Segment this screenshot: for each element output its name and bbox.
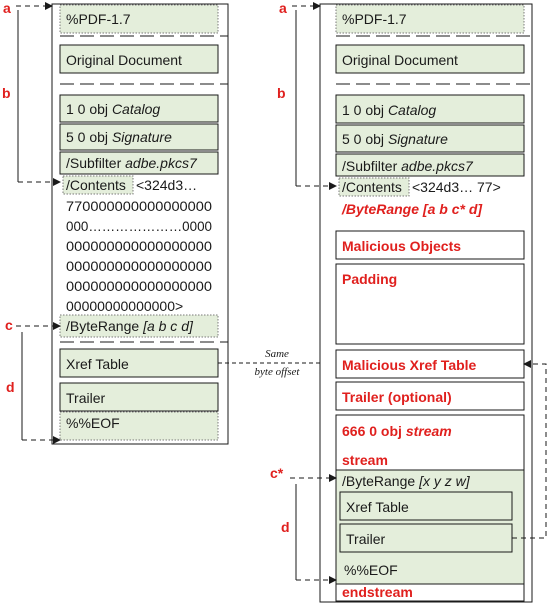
right-subfilter-prefix: /Subfilter (342, 158, 401, 174)
left-subfilter-prefix: /Subfilter (66, 155, 125, 171)
inner-trailer-text: Trailer (346, 531, 385, 547)
left-signature-prefix: 5 0 obj (66, 129, 112, 145)
right-signature-text: 5 0 obj Signature (342, 131, 448, 147)
label-b: b (2, 85, 11, 101)
right-subfilter-text: /Subfilter adbe.pkcs7 (342, 158, 474, 174)
malicious-xref-box (335, 349, 525, 379)
right-original-document-box (335, 44, 525, 74)
stream-object-text: 666 0 obj stream (342, 423, 452, 439)
stream-object-prefix: 666 0 obj (342, 423, 406, 439)
left-subfilter-text: /Subfilter adbe.pkcs7 (66, 155, 198, 171)
left-byterange-text: /ByteRange [a b c d] (66, 318, 194, 334)
right-contents-key: /Contents (342, 179, 402, 195)
right-catalog-box (335, 94, 525, 124)
original-pdf: %PDF-1.7 Original Document 1 0 obj Catal… (51, 3, 229, 445)
left-byterange-value: [a b c d] (142, 318, 194, 334)
padding-text: Padding (342, 271, 397, 287)
right-subfilter-box (335, 153, 525, 177)
inner-byterange-text: /ByteRange [x y z w] (342, 473, 471, 489)
left-catalog-prefix: 1 0 obj (66, 101, 112, 117)
left-xref-text: Xref Table (66, 356, 129, 372)
left-header-text: %PDF-1.7 (66, 11, 131, 27)
right-subfilter-value: adbe.pkcs7 (401, 158, 474, 174)
left-signature-box (59, 123, 219, 151)
left-trailer-box (59, 382, 219, 412)
right-contents-key-box (338, 177, 410, 197)
left-contents-line-4: 000000000000000000 (66, 258, 212, 274)
left-catalog-text: 1 0 obj Catalog (66, 101, 160, 117)
left-contents-line-6: 00000000000000> (66, 298, 183, 314)
left-catalog-box (59, 94, 219, 123)
left-contents-line-0: <324d3… (136, 177, 197, 193)
right-header-text: %PDF-1.7 (342, 11, 407, 27)
label-right-a: a (279, 0, 287, 16)
left-range-annotations: a b c d (2, 0, 61, 444)
malicious-xref-text: Malicious Xref Table (342, 357, 477, 373)
right-signature-box (335, 124, 525, 153)
left-contents-line-2: 000…………………0000 (66, 218, 212, 234)
left-trailer-text: Trailer (66, 390, 105, 406)
left-eof-box (59, 411, 219, 441)
inner-xref-box (339, 491, 513, 521)
label-right-c: c* (270, 465, 284, 481)
label-d: d (6, 379, 15, 395)
left-header-box (59, 4, 219, 34)
right-byterange-new: /ByteRange [a b c* d] (341, 201, 483, 217)
trailer-optional-text: Trailer (optional) (342, 389, 452, 405)
left-catalog-type: Catalog (112, 101, 160, 117)
same-offset-line1: Same (265, 348, 289, 360)
label-c: c (5, 317, 13, 333)
stream-object-type: stream (406, 423, 452, 439)
left-signature-text: 5 0 obj Signature (66, 129, 172, 145)
inner-xref-text: Xref Table (346, 499, 409, 515)
left-subfilter-box (59, 151, 219, 175)
left-contents-line-1: 770000000000000000 (66, 198, 212, 214)
label-right-b: b (277, 85, 286, 101)
right-signature-prefix: 5 0 obj (342, 131, 388, 147)
inner-byterange-value: [x y z w] (418, 473, 471, 489)
inner-byterange-prefix: /ByteRange (342, 473, 419, 489)
right-header-box (335, 4, 525, 34)
inner-trailer-box (339, 523, 513, 553)
right-catalog-type: Catalog (388, 102, 436, 118)
padding-box (335, 263, 525, 345)
same-offset-annotation: Same byte offset (218, 348, 336, 378)
left-contents-line-3: 000000000000000000 (66, 238, 212, 254)
right-signature-type: Signature (388, 131, 448, 147)
endstream-keyword: endstream (342, 584, 413, 600)
right-contents-value: <324d3… 77> (412, 179, 501, 195)
arrow-trailer-to-malicious-xref (512, 360, 547, 539)
manipulated-pdf: %PDF-1.7 Original Document 1 0 obj Catal… (319, 3, 533, 603)
malicious-objects-box (335, 230, 525, 260)
left-subfilter-value: adbe.pkcs7 (125, 155, 198, 171)
inner-eof-text: %%EOF (344, 562, 398, 578)
left-contents-key-box (62, 175, 134, 195)
right-range-annotations: a b c* d (270, 0, 547, 584)
left-contents-key: /Contents (66, 177, 126, 193)
left-original-document-text: Original Document (66, 52, 182, 68)
label-a: a (3, 0, 11, 16)
right-catalog-text: 1 0 obj Catalog (342, 102, 436, 118)
right-original-document-text: Original Document (342, 52, 458, 68)
left-contents-line-5: 000000000000000000 (66, 278, 212, 294)
label-right-d: d (281, 519, 290, 535)
left-byterange-prefix: /ByteRange (66, 318, 143, 334)
malicious-objects-text: Malicious Objects (342, 238, 461, 254)
same-offset-line2: byte offset (255, 366, 301, 378)
left-eof-text: %%EOF (66, 415, 120, 431)
right-catalog-prefix: 1 0 obj (342, 102, 388, 118)
trailer-optional-box (335, 381, 525, 411)
left-signature-type: Signature (112, 129, 172, 145)
stream-keyword: stream (342, 452, 388, 468)
left-original-document-box (59, 44, 219, 74)
